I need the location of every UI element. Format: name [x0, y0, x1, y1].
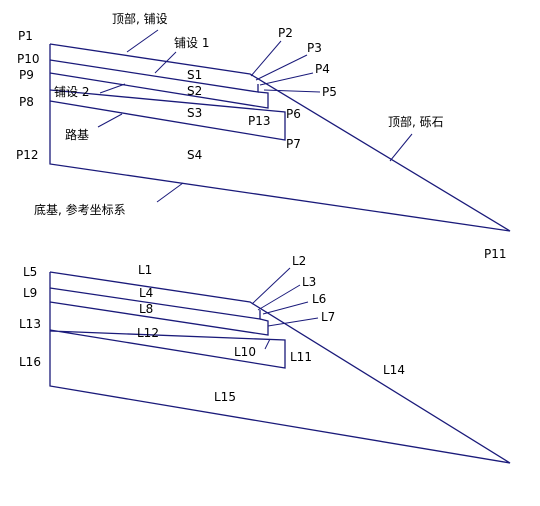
label-l12: L12: [137, 326, 159, 340]
leader-l3: [257, 284, 301, 311]
label-l2: L2: [292, 254, 306, 268]
label-l4: L4: [139, 286, 153, 300]
label-p11: P11: [484, 247, 507, 261]
annotation-subgrade: 路基: [65, 127, 89, 142]
label-p5: P5: [322, 85, 337, 99]
label-l8: L8: [139, 302, 153, 316]
label-l13: L13: [19, 317, 41, 331]
label-p4: P4: [315, 62, 330, 76]
label-p7: P7: [286, 137, 301, 151]
leader-p2: [250, 40, 282, 77]
label-p9: P9: [19, 68, 34, 82]
annotation-paving-2: 铺设 2: [54, 85, 89, 99]
label-s1: S1: [187, 68, 202, 82]
annotation-top-paving: 顶部, 铺设: [112, 11, 168, 26]
label-l11: L11: [290, 350, 312, 364]
label-l10: L10: [234, 345, 256, 359]
leader-base: [156, 182, 184, 203]
label-p6: P6: [286, 107, 301, 121]
label-l3: L3: [302, 275, 316, 289]
label-p8: P8: [19, 95, 34, 109]
label-l5: L5: [23, 265, 37, 279]
leader-top-gravel: [389, 133, 413, 162]
top-outline-edge: [49, 43, 511, 232]
label-p12: P12: [16, 148, 39, 162]
leader-l2: [251, 267, 291, 305]
bottom-layer-line-l13: [49, 301, 269, 336]
label-l16: L16: [19, 355, 41, 369]
annotation-base: 底基, 参考坐标系: [34, 202, 126, 217]
leader-subgrade: [97, 113, 123, 128]
layer-line-p9: [49, 72, 269, 109]
label-l14: L14: [383, 363, 405, 377]
layer-line-p8: [49, 89, 286, 141]
leader-l7: [267, 317, 319, 327]
label-p2: P2: [278, 26, 293, 40]
label-s4: S4: [187, 148, 202, 162]
leader-l6: [262, 301, 309, 315]
top-section-diagram: P1 P10 P9 P8 P12 P2 P3 P4 P5 P6 P7 P13 P…: [16, 11, 511, 261]
label-p13: P13: [248, 114, 271, 128]
label-l1: L1: [138, 263, 152, 277]
label-l6: L6: [312, 292, 326, 306]
leader-p3: [255, 54, 308, 81]
leader-paving-2: [99, 83, 126, 94]
label-l7: L7: [321, 310, 335, 324]
bottom-layer-line-l16: [49, 329, 286, 369]
label-p10: P10: [17, 52, 40, 66]
bottom-section-diagram: L5 L9 L13 L16 L1 L4 L8 L12 L2 L3 L6 L7 L…: [19, 254, 511, 464]
leader-p4: [259, 72, 314, 86]
leader-paving-1: [154, 51, 177, 74]
bottom-layer-line-l9: [49, 287, 261, 320]
label-l15: L15: [214, 390, 236, 404]
label-s3: S3: [187, 106, 202, 120]
annotation-top-gravel: 顶部, 砾石: [388, 114, 444, 129]
leader-l10: [264, 338, 271, 350]
label-s2: S2: [187, 84, 202, 98]
bottom-outline-edge: [49, 271, 511, 464]
label-p1: P1: [18, 29, 33, 43]
leader-top-paving: [126, 29, 159, 53]
leader-p5: [263, 89, 321, 93]
label-p3: P3: [307, 41, 322, 55]
annotation-paving-1: 铺设 1: [174, 36, 209, 50]
label-l9: L9: [23, 286, 37, 300]
